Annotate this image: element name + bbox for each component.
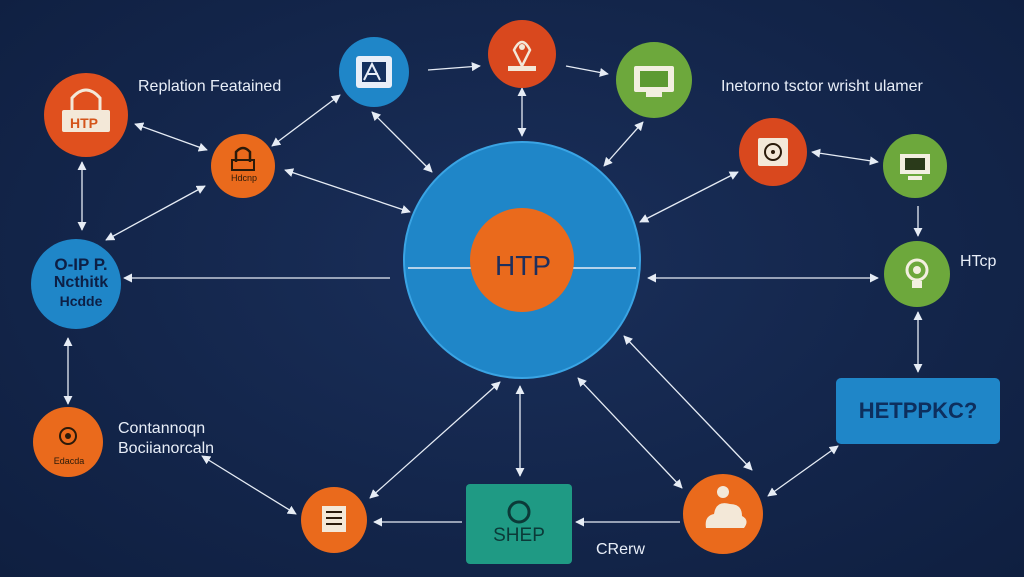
center-label: HTP [495, 250, 551, 281]
connection-arrows [63, 62, 923, 527]
bulb-node [884, 241, 950, 307]
arrow [271, 94, 341, 147]
arrow [811, 148, 879, 166]
cloud-icon [705, 486, 747, 528]
arrow [134, 122, 208, 152]
query-box [836, 378, 1000, 444]
target-icon [59, 427, 77, 445]
inetorno-label: Inetorno tsctor wrisht ulamer [721, 78, 923, 95]
replication-label: Replation Featained [138, 78, 282, 95]
htcp-label: HTcp [960, 253, 997, 270]
document-icon [322, 506, 346, 532]
central-hub [403, 141, 641, 379]
computer-node [883, 134, 947, 198]
http-badge-icon [62, 88, 110, 132]
oip-label-line2: Ncthitk [53, 274, 109, 291]
cloud-node [683, 474, 763, 554]
connection-label-line2: Bociianorcaln [118, 440, 215, 457]
crew-label: CRerw [596, 541, 645, 558]
arrow [767, 445, 839, 497]
storage-icon [356, 56, 392, 88]
http-node [44, 73, 128, 157]
oip-node [31, 239, 121, 329]
arrow [577, 377, 683, 489]
location-node [488, 20, 556, 88]
disk-node [739, 118, 807, 186]
target-node [33, 407, 103, 477]
document-node [301, 487, 367, 553]
arrow [369, 381, 501, 499]
bulb-icon [905, 258, 929, 288]
arrow [639, 171, 739, 223]
oip-label-line1: O-IP P. [54, 255, 108, 274]
connection-label-line1: Contannoqn [118, 420, 206, 437]
lock-node [211, 134, 275, 198]
arrow [201, 455, 297, 515]
arrow [427, 62, 481, 72]
storage-node [339, 37, 409, 107]
arrow [603, 121, 644, 167]
http-badge-label: HTP [70, 115, 98, 131]
shep-node [466, 484, 572, 564]
arrow [565, 65, 609, 77]
arrow [623, 335, 753, 471]
disk-icon [758, 138, 788, 166]
monitor-icon [634, 66, 674, 97]
target-node-caption: Edacda [53, 456, 85, 466]
arrow [371, 111, 433, 173]
lock-node-caption: Hdcnp [230, 173, 257, 183]
lock-icon [231, 146, 255, 171]
location-pin-icon [508, 40, 536, 71]
monitor-node [616, 42, 692, 118]
shep-label: SHEP [493, 525, 545, 546]
query-box-label: HETPPKC? [858, 398, 978, 423]
arrow [284, 168, 411, 214]
oip-label-line3: Hcdde [59, 293, 103, 309]
computer-icon [900, 154, 930, 180]
arrow [105, 185, 206, 241]
